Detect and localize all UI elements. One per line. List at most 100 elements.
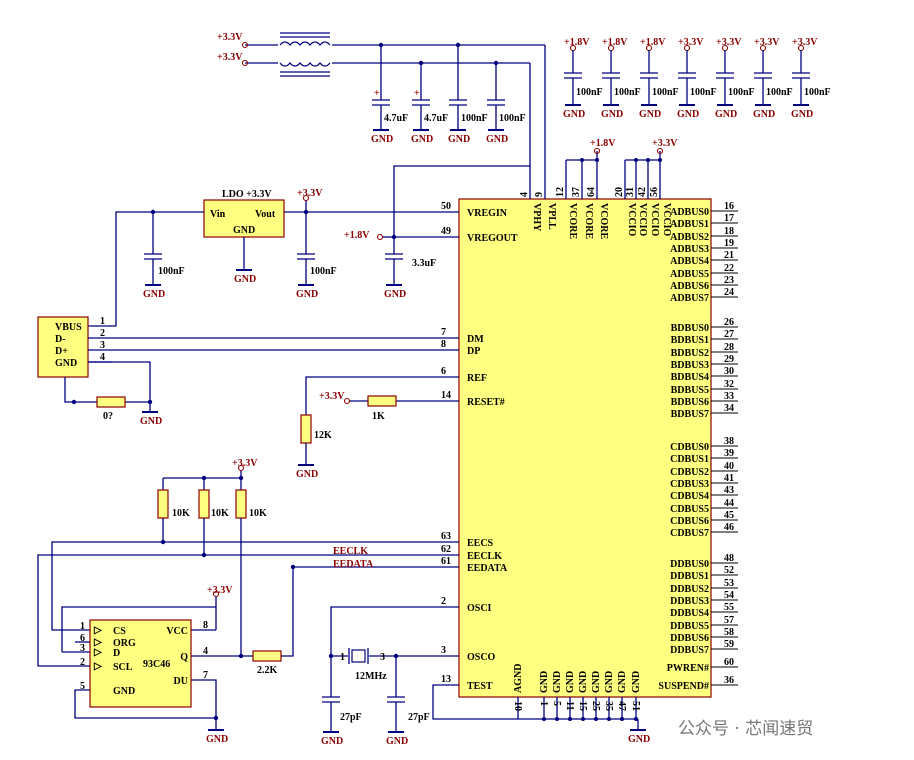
chip-pin-num: 13 bbox=[441, 674, 451, 685]
chip-pin-num: 30 bbox=[724, 366, 734, 377]
chip-pin-osci: OSCI bbox=[467, 603, 492, 614]
chip-pin-num: 48 bbox=[724, 553, 734, 564]
svg-text:GND: GND bbox=[677, 109, 699, 120]
svg-text:100nF: 100nF bbox=[804, 87, 831, 98]
net-label-3v3: +3.3V bbox=[217, 52, 243, 63]
usb-pin-num: 1 bbox=[100, 316, 105, 327]
chip-pin-adbus3: ADBUS3 bbox=[670, 244, 709, 255]
ground-symbol: GND bbox=[140, 411, 162, 427]
usb-pin-vbus: VBUS bbox=[55, 322, 82, 333]
resistor-2k2 bbox=[252, 650, 282, 662]
vcore-rail bbox=[565, 147, 601, 199]
watermark: 公众号 · 芯闻速贸 bbox=[678, 719, 814, 739]
ground-symbol: GND bbox=[715, 104, 737, 120]
svg-text:100nF: 100nF bbox=[614, 87, 641, 98]
chip-pin-vpll: VPLL bbox=[546, 203, 557, 230]
ground-symbol: GND bbox=[321, 731, 343, 747]
svg-text:27pF: 27pF bbox=[340, 712, 362, 723]
svg-text:▷: ▷ bbox=[93, 661, 103, 672]
chip-pin-ddbus3: DDBUS3 bbox=[670, 596, 709, 607]
ground-symbol: GND bbox=[628, 729, 650, 745]
ldo-regulator bbox=[203, 199, 285, 238]
ground-symbol: GND bbox=[677, 104, 699, 120]
chip-pin-num: 38 bbox=[724, 436, 734, 447]
svg-text:GND: GND bbox=[411, 134, 433, 145]
svg-text:▷: ▷ bbox=[93, 625, 103, 636]
chip-pin-ddbus7: DDBUS7 bbox=[670, 645, 709, 656]
svg-text:▷: ▷ bbox=[93, 637, 103, 648]
chip-pin-test: TEST bbox=[467, 681, 493, 692]
chip-pin-num: 7 bbox=[441, 327, 446, 338]
ground-symbol: GND bbox=[143, 284, 165, 300]
chip-pin-eecs: EECS bbox=[467, 538, 494, 549]
chip-pin-num: 46 bbox=[724, 522, 734, 533]
ground-symbol: GND bbox=[601, 104, 623, 120]
usb-pin-num: 4 bbox=[100, 352, 105, 363]
resistor-1k bbox=[367, 395, 397, 407]
chip-pin-vphy: VPHY bbox=[531, 203, 542, 232]
svg-text:GND: GND bbox=[296, 289, 318, 300]
chip-pin-num: 41 bbox=[724, 473, 734, 484]
chip-pin-num: 9 bbox=[534, 192, 545, 197]
eeprom-pin-cs: CS bbox=[113, 626, 126, 637]
svg-text:Vout: Vout bbox=[255, 209, 276, 220]
svg-text:GND: GND bbox=[233, 225, 255, 236]
svg-text:GND: GND bbox=[371, 134, 393, 145]
chip-pin-vcore: VCORE bbox=[583, 203, 594, 239]
svg-text:100nF: 100nF bbox=[310, 266, 337, 277]
chip-pin-pwren#: PWREN# bbox=[667, 663, 709, 674]
chip-pin-bdbus6: BDBUS6 bbox=[671, 397, 709, 408]
chip-pin-bdbus2: BDBUS2 bbox=[671, 348, 709, 359]
chip-pin-gnd: GND bbox=[631, 671, 642, 693]
chip-pin-vccio: VCCIO bbox=[649, 203, 660, 237]
eeprom-pin-num: 1 bbox=[80, 621, 85, 632]
svg-text:2.2K: 2.2K bbox=[257, 665, 278, 676]
chip-pin-gnd: GND bbox=[552, 671, 563, 693]
chip-pin-eeclk: EECLK bbox=[467, 551, 502, 562]
chip-pin-agnd: AGND bbox=[513, 664, 524, 693]
chip-pin-gnd: GND bbox=[617, 671, 628, 693]
eeprom-pin-org: ORG bbox=[113, 638, 136, 649]
svg-text:+3.3V: +3.3V bbox=[232, 458, 258, 469]
svg-text:EEDATA: EEDATA bbox=[333, 559, 374, 570]
chip-pin-num: 26 bbox=[724, 317, 734, 328]
chip-pin-cdbus4: CDBUS4 bbox=[670, 491, 709, 502]
chip-pin-cdbus2: CDBUS2 bbox=[670, 467, 709, 478]
chip-pin-num: 2 bbox=[441, 596, 446, 607]
ferrite-bead-2 bbox=[245, 61, 530, 77]
chip-pin-num: 43 bbox=[724, 485, 734, 496]
resistor-0ohm bbox=[96, 396, 126, 408]
chip-pin-num: 56 bbox=[649, 187, 660, 197]
vccio-rail bbox=[624, 147, 664, 199]
eeprom-pin-num: 5 bbox=[80, 681, 85, 692]
crystal-12mhz bbox=[351, 649, 366, 663]
chip-pin-num: 39 bbox=[724, 448, 734, 459]
chip-pin-num: 35 bbox=[603, 701, 614, 711]
cap-100n-top-2 bbox=[487, 63, 505, 130]
svg-text:+: + bbox=[414, 88, 420, 99]
cap-100n-top-1 bbox=[449, 45, 467, 130]
svg-text:+3.3V: +3.3V bbox=[716, 37, 742, 48]
chip-pin-num: 6 bbox=[441, 366, 446, 377]
chip-pin-adbus2: ADBUS2 bbox=[670, 232, 709, 243]
cap-4u7-1: + bbox=[372, 45, 390, 130]
ground-symbol: GND bbox=[234, 269, 256, 285]
pullup-resistors bbox=[157, 478, 247, 656]
ground-symbol: GND bbox=[411, 129, 433, 145]
ferrite-bead-1 bbox=[245, 32, 545, 47]
svg-text:27pF: 27pF bbox=[408, 712, 430, 723]
chip-pin-num: 49 bbox=[441, 226, 451, 237]
svg-text:10K: 10K bbox=[211, 508, 229, 519]
chip-pin-adbus4: ADBUS4 bbox=[670, 256, 709, 267]
chip-pin-num: 44 bbox=[724, 498, 734, 509]
svg-text:3: 3 bbox=[380, 652, 385, 663]
usb-connector bbox=[37, 316, 89, 378]
eeprom-pin-scl: SCL bbox=[113, 662, 133, 673]
svg-text:EECLK: EECLK bbox=[333, 546, 368, 557]
chip-pin-num: 31 bbox=[625, 187, 636, 197]
svg-text:GND: GND bbox=[321, 736, 343, 747]
svg-text:10K: 10K bbox=[172, 508, 190, 519]
chip-pin-num: 20 bbox=[614, 187, 625, 197]
